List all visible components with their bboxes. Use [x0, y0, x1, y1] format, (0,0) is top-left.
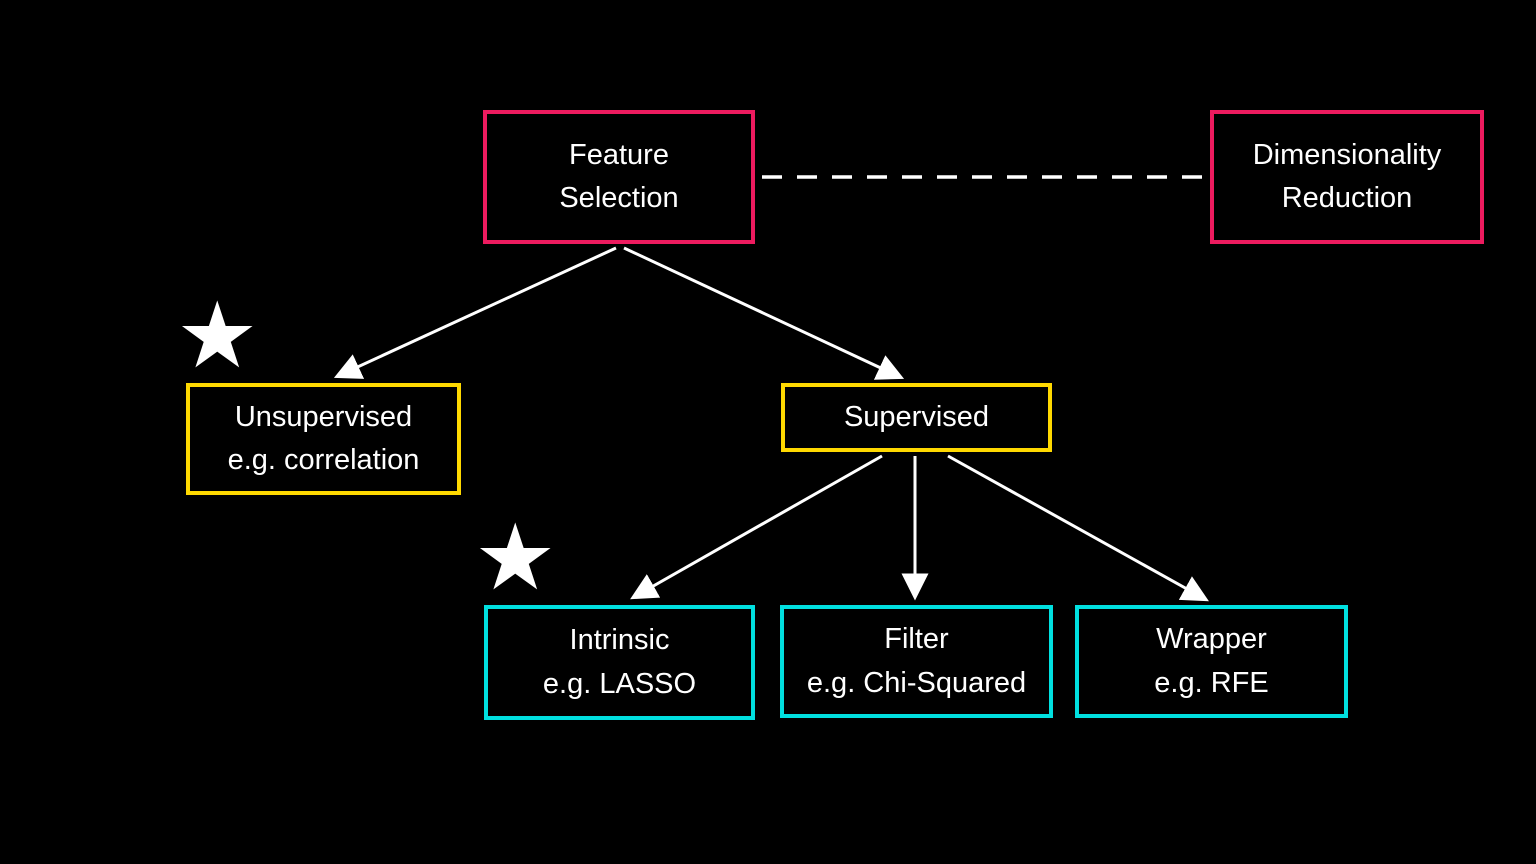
node-label-line: Filter: [884, 623, 949, 655]
star-icon: ★: [176, 285, 259, 387]
node-label-line: e.g. correlation: [227, 444, 420, 476]
node-label-line: e.g. Chi-Squared: [806, 666, 1027, 699]
node-unsupervised: Unsupervised e.g. correlation: [186, 383, 461, 495]
node-intrinsic: Intrinsic e.g. LASSO: [484, 605, 755, 720]
node-label-line: e.g. LASSO: [542, 667, 697, 700]
node-label-line: Reduction: [1281, 182, 1413, 214]
node-label-line: Feature: [569, 138, 669, 171]
node-label-line: Wrapper: [1156, 623, 1267, 655]
node-label-line: Unsupervised: [234, 400, 413, 433]
node-label-line: Selection: [559, 182, 679, 214]
node-wrapper: Wrapper e.g. RFE: [1075, 605, 1348, 718]
node-label-line: Supervised: [843, 400, 990, 433]
node-feature-selection: Feature Selection: [483, 110, 755, 244]
node-label-line: Dimensionality: [1252, 138, 1442, 171]
edge-feature-selection-unsupervised: [333, 246, 617, 379]
node-label-line: e.g. RFE: [1154, 666, 1269, 699]
node-dimensionality-reduction: Dimensionality Reduction: [1210, 110, 1484, 244]
node-supervised: Supervised: [781, 383, 1052, 452]
star-icon: ★: [474, 507, 557, 609]
edge-supervised-intrinsic: [630, 454, 883, 600]
edge-feature-selection-supervised: [623, 246, 905, 380]
node-filter: Filter e.g. Chi-Squared: [780, 605, 1053, 718]
node-label-line: Intrinsic: [569, 624, 670, 656]
edge-supervised-wrapper: [947, 454, 1209, 602]
